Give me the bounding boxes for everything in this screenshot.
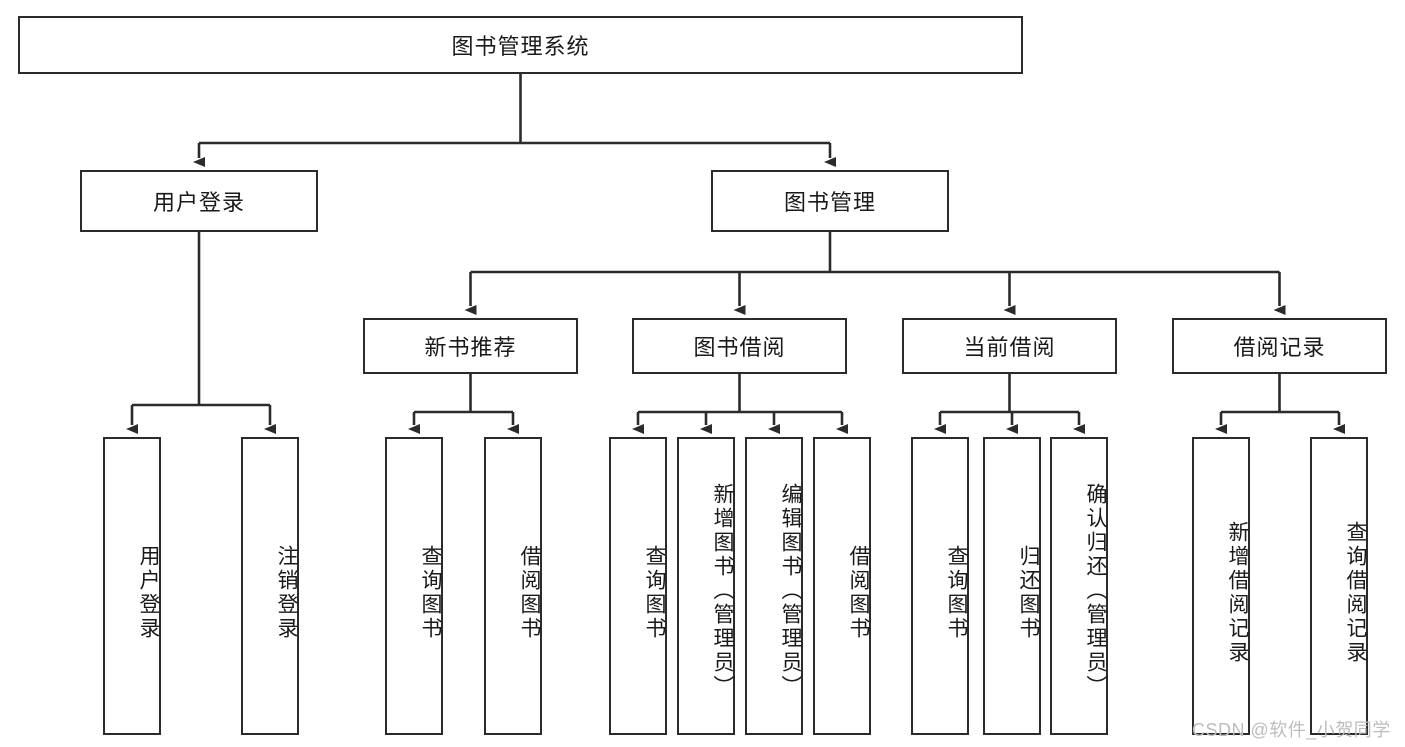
leaf-node-10[interactable]: 确认归还（管理员） [1050, 437, 1108, 735]
leaf-node-8[interactable]: 查询图书 [911, 437, 969, 735]
node-label: 借阅图书 [518, 545, 541, 641]
node-label: 图书管理 [783, 190, 876, 215]
level2-node-1[interactable]: 图书管理 [711, 170, 949, 232]
node-label: 当前借阅 [963, 335, 1056, 360]
node-label: 查询图书 [643, 545, 666, 641]
level3-node-0[interactable]: 新书推荐 [363, 318, 578, 374]
node-label: 查询图书 [945, 545, 968, 641]
leaf-node-3[interactable]: 借阅图书 [484, 437, 542, 735]
node-label: 查询图书 [419, 545, 442, 641]
level3-node-3[interactable]: 借阅记录 [1172, 318, 1387, 374]
leaf-node-5[interactable]: 新增图书（管理员） [677, 437, 735, 735]
leaf-node-7[interactable]: 借阅图书 [813, 437, 871, 735]
leaf-node-1[interactable]: 注销登录 [241, 437, 299, 735]
node-label: 新增图书（管理员） [711, 483, 734, 699]
leaf-node-2[interactable]: 查询图书 [385, 437, 443, 735]
leaf-node-4[interactable]: 查询图书 [609, 437, 667, 735]
watermark-text: CSDN @软件_小贺同学 [1192, 720, 1391, 740]
leaf-node-6[interactable]: 编辑图书（管理员） [745, 437, 803, 735]
level3-node-2[interactable]: 当前借阅 [902, 318, 1117, 374]
level3-node-1[interactable]: 图书借阅 [632, 318, 847, 374]
node-label: 借阅图书 [847, 545, 870, 641]
node-label: 借阅记录 [1233, 335, 1326, 360]
node-label: 新增借阅记录 [1226, 521, 1249, 665]
node-label: 编辑图书（管理员） [779, 483, 802, 699]
level2-node-0[interactable]: 用户登录 [80, 170, 318, 232]
root-node-0[interactable]: 图书管理系统 [18, 16, 1023, 74]
node-label: 归还图书 [1017, 545, 1040, 641]
leaf-node-0[interactable]: 用户登录 [103, 437, 161, 735]
node-label: 注销登录 [275, 545, 298, 641]
node-label: 查询借阅记录 [1344, 521, 1367, 665]
leaf-node-9[interactable]: 归还图书 [983, 437, 1041, 735]
leaf-node-11[interactable]: 新增借阅记录 [1192, 437, 1250, 735]
node-label: 用户登录 [137, 545, 160, 641]
node-label: 确认归还（管理员） [1084, 483, 1107, 699]
node-label: 新书推荐 [424, 335, 517, 360]
node-label: 图书管理系统 [451, 34, 590, 59]
leaf-node-12[interactable]: 查询借阅记录 [1310, 437, 1368, 735]
node-label: 用户登录 [152, 190, 245, 215]
node-label: 图书借阅 [693, 335, 786, 360]
